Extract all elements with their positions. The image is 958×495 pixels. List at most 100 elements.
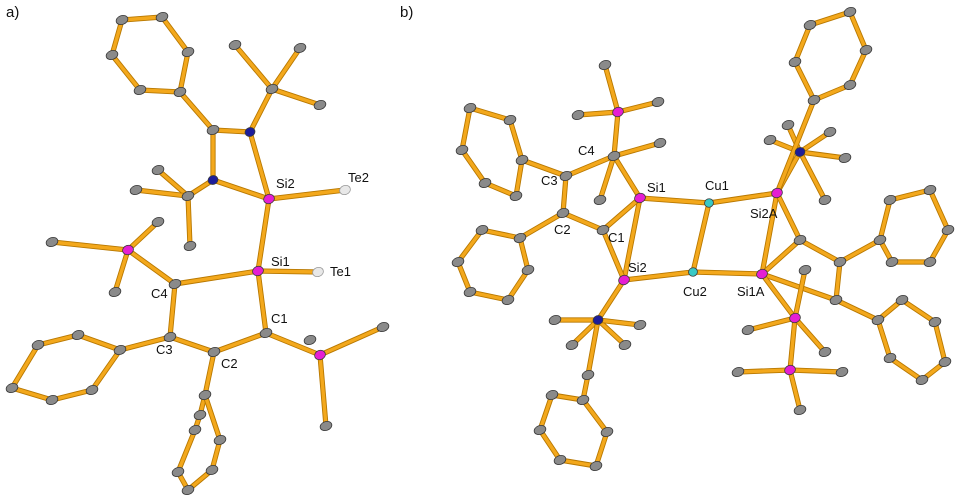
label-c4: C4 <box>151 286 168 301</box>
label-cu2-b: Cu2 <box>683 284 707 299</box>
atom-b-ph3f <box>509 190 523 202</box>
atom-a-sibb <box>319 420 333 432</box>
atom-a-p2d <box>171 466 185 478</box>
bond-b-pr1-pr2 <box>878 198 892 242</box>
atom-a-tbu2c <box>129 184 143 196</box>
atom-b-pb6 <box>600 426 614 438</box>
bond-b-n1-n1d <box>798 150 827 202</box>
bond-a-c1-sib <box>264 331 322 357</box>
atom-a-ph1e <box>155 11 169 23</box>
bond-b-pt6-pt1 <box>812 83 852 102</box>
bond-b-ph3b-ph3c <box>468 106 512 122</box>
atom-b-s1 <box>612 106 624 118</box>
bond-a-sia-siab <box>113 248 130 294</box>
bond-b-pt2-pt3 <box>793 23 812 64</box>
label-si2-b: Si2 <box>628 260 647 275</box>
atom-b-sinb <box>793 404 807 416</box>
atom-b-ph2b <box>475 224 489 236</box>
bond-b-pb2-pb3 <box>538 393 554 432</box>
bond-b-ph2c-ph2d <box>456 260 472 294</box>
bond-a-cam-ph1a <box>178 90 215 132</box>
bond-a-ph1f-ph1a <box>178 50 190 94</box>
atom-b-si2a <box>771 187 783 199</box>
atom-b-n2e <box>633 319 647 331</box>
bond-b-pr2-pr3 <box>888 188 932 202</box>
atom-b-simc <box>798 264 812 276</box>
bond-b-pt1-pt2 <box>793 60 816 102</box>
bond-a-ph1b-ph1c <box>110 53 142 92</box>
label-c3-b: C3 <box>541 173 558 188</box>
atom-a-tbu1b <box>293 42 307 54</box>
atom-b-n1c <box>838 152 852 164</box>
atom-a-p2a <box>198 389 212 401</box>
atom-a-c2 <box>207 346 221 358</box>
atom-b-sin <box>784 364 796 376</box>
atom-a-c1 <box>259 327 273 339</box>
bond-a-sib-sibb <box>318 353 328 428</box>
atom-b-d1 <box>793 234 807 246</box>
atom-b-n2a <box>548 314 562 326</box>
bond-a-tbu2-tbu2c <box>134 188 190 198</box>
atom-a-p3f <box>85 384 99 396</box>
atom-b-sima <box>741 324 755 336</box>
atom-b-pr2 <box>883 194 897 206</box>
atom-a-p2g <box>213 434 227 446</box>
atom-b-n1 <box>794 147 806 157</box>
atom-a-si1 <box>252 265 264 277</box>
atom-b-ph2a <box>513 232 527 244</box>
atom-b-sim <box>789 312 801 324</box>
bond-a-p3a-p3b <box>76 333 122 352</box>
bond-a-p3b-p3c <box>36 333 80 347</box>
bond-b-c3-ph3a <box>520 158 568 178</box>
atom-b-ph2e <box>501 294 515 306</box>
atom-a-ph1f <box>181 46 195 58</box>
atom-a-tbu2a <box>151 164 165 176</box>
atom-a-siac <box>151 216 165 228</box>
atom-labels-a: Si2 Te2 Si1 Te1 C4 C1 C3 C2 <box>151 170 369 371</box>
atom-b-pt4 <box>843 6 857 18</box>
bond-b-ph3c-ph3d <box>460 106 472 152</box>
bond-b-sin-sina <box>736 368 792 374</box>
atom-b-pb1 <box>576 394 590 406</box>
bond-a-si1-te1 <box>256 269 320 274</box>
atom-b-n1a <box>823 126 837 138</box>
atom-a-p3a <box>113 344 127 356</box>
atom-b-n2c <box>618 339 632 351</box>
bond-a-ph1a-ph1b <box>138 88 182 94</box>
atom-a-ph1b <box>133 84 147 96</box>
bond-a-p2g-p2a <box>203 393 222 442</box>
atom-a-cam <box>206 124 220 136</box>
atom-b-ph2c <box>451 256 465 268</box>
bond-b-n1-n1e <box>786 123 802 154</box>
bonds-a <box>9 14 386 493</box>
bond-b-d2-d3 <box>834 260 842 302</box>
atom-b-n2d <box>581 369 595 381</box>
bond-a-sia-siac <box>126 220 160 252</box>
bond-a-p3f-p3a <box>90 348 122 392</box>
atom-a-n2 <box>207 175 219 185</box>
bond-b-c4-s1 <box>612 110 620 158</box>
atom-b-n1b <box>763 134 777 146</box>
atom-b-pb5 <box>589 460 603 472</box>
label-si2a-b: Si2A <box>750 206 778 221</box>
panel-b-label: b) <box>400 4 413 21</box>
bond-a-c3-p3a <box>118 335 172 352</box>
bond-b-pt5-pt6 <box>848 48 868 87</box>
bond-b-d1-d2 <box>798 238 842 264</box>
atom-b-n1e <box>781 119 795 131</box>
atom-b-si2 <box>618 274 630 286</box>
atom-a-sib <box>314 349 326 361</box>
atom-a-ph1c <box>105 49 119 61</box>
bond-b-ph3a-ph3b <box>508 118 524 162</box>
bond-b-ph3d-ph3e <box>460 148 487 185</box>
bond-b-pq5-pq6 <box>900 298 937 324</box>
atom-a-ph1a <box>173 86 187 98</box>
bond-b-si2a-d1 <box>775 191 802 242</box>
atom-a-p3d <box>5 382 19 394</box>
atom-b-pq6 <box>895 294 909 306</box>
atom-a-te2 <box>339 184 351 196</box>
bond-b-pb3-pb4 <box>538 428 562 462</box>
bond-a-tbu2-tbu2a <box>156 168 190 198</box>
bonds-b <box>455 9 951 469</box>
